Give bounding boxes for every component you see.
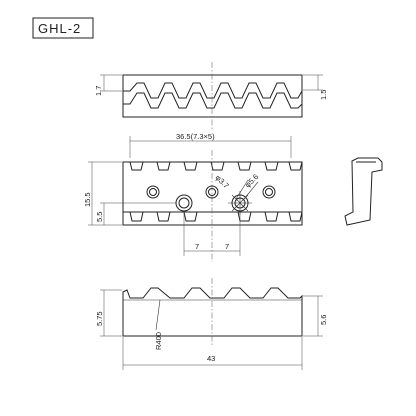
dim-front-height: 15.5 — [83, 192, 92, 207]
dim-top-right-height: 1.5 — [319, 90, 328, 100]
dim-top-left-height: 1.7 — [94, 86, 103, 96]
front-view: 36.5(7.3×5) — [83, 132, 303, 262]
title-block: GHL-2 — [32, 17, 94, 39]
dim-bottom-left-height: 5.75 — [95, 311, 104, 326]
side-profile — [344, 157, 383, 226]
drawing-title: GHL-2 — [38, 21, 81, 36]
bottom-view: 5.75 5.6 R400 43 — [95, 278, 328, 370]
hole-small-3 — [262, 185, 276, 199]
dim-hole-spacing-right: 7 — [225, 242, 229, 251]
dim-overall-length: 43 — [207, 354, 215, 363]
dim-hole-spacing-left: 7 — [195, 242, 199, 251]
top-view: 1.7 1.5 — [94, 62, 328, 130]
dim-front-span: 36.5(7.3×5) — [176, 132, 215, 141]
dim-radius: R400 — [154, 332, 163, 350]
dim-hole-diameter-2: φ5.6 — [243, 172, 260, 189]
hole-large-left — [175, 194, 193, 212]
dim-bottom-right-height: 5.6 — [319, 315, 328, 325]
hole-small-1 — [146, 185, 160, 199]
dim-front-lower-height: 5.5 — [95, 212, 104, 222]
